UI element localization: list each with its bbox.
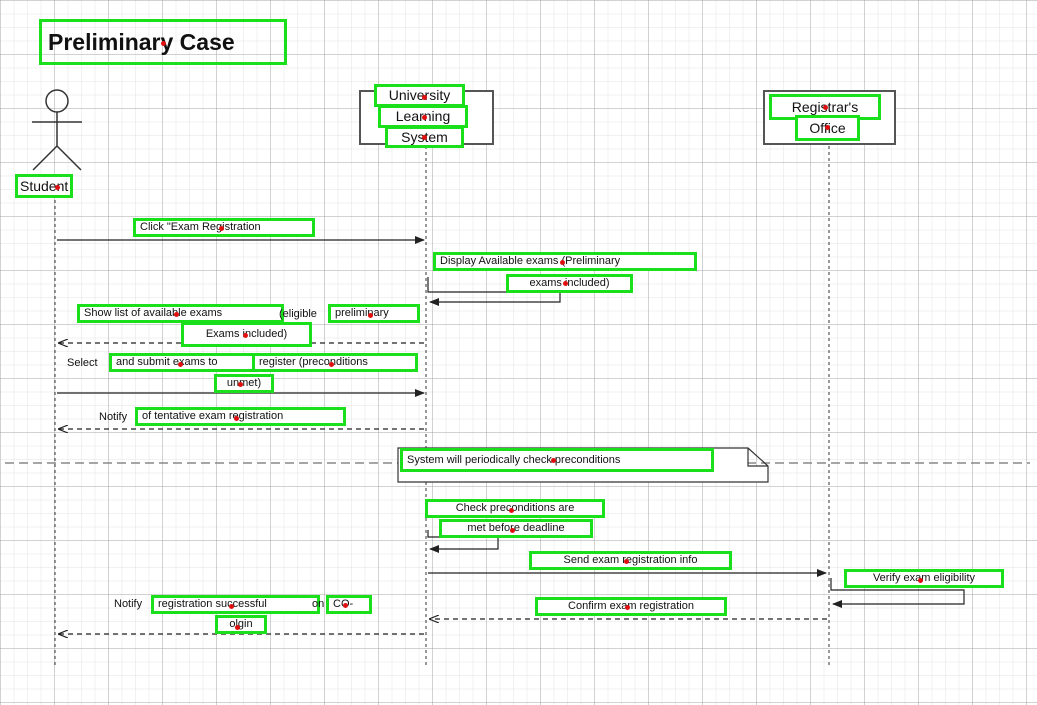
msg-check-preconditions-label-line2: met before deadline — [439, 519, 593, 538]
marker-dot — [54, 184, 60, 190]
uls-label-line1: University — [374, 84, 465, 107]
marker-dot — [421, 94, 427, 100]
msg-verify-eligibility-self-arrow — [830, 578, 965, 608]
marker-dot — [234, 624, 240, 630]
marker-dot — [562, 280, 568, 286]
msg-display-exams-label-line1: Display Available exams (Preliminary — [433, 252, 697, 271]
diagram-title: Preliminary Case — [39, 19, 287, 65]
msg-check-preconditions-self-arrow — [427, 530, 499, 553]
msg-notify-tentative-label-b: of tentative exam registration — [135, 407, 346, 426]
msg-check-preconditions-label-line1: Check preconditions are — [425, 499, 605, 518]
student-label: Student — [14, 174, 74, 198]
marker-dot — [917, 577, 923, 583]
marker-dot — [218, 225, 224, 231]
marker-dot — [367, 312, 373, 318]
msg-verify-eligibility-label: Verify exam eligibility — [844, 569, 1004, 588]
msg-select-submit-label-line2: unmet) — [214, 374, 274, 393]
marker-dot — [509, 527, 515, 533]
msg-select-submit-label-c: register (preconditions — [252, 353, 418, 372]
msg-select-submit-label-a: Select — [67, 357, 98, 369]
marker-dot — [421, 114, 427, 120]
marker-dot — [233, 415, 239, 421]
msg-confirm-registration-label: Confirm exam registration — [535, 597, 727, 616]
marker-dot — [177, 361, 183, 367]
marker-dot — [328, 361, 334, 367]
msg-show-list-label-a: Show list of available exams — [77, 304, 284, 323]
marker-dot — [342, 602, 348, 608]
marker-dot — [822, 104, 828, 110]
marker-dot — [173, 311, 179, 317]
msg-click-exam-registration-label: Click "Exam Registration — [133, 218, 315, 237]
marker-dot — [421, 134, 427, 140]
msg-display-exams-label-line2: exams included) — [506, 274, 633, 293]
note-label: System will periodically check precondit… — [400, 448, 714, 472]
marker-dot — [228, 603, 234, 609]
marker-dot — [550, 457, 556, 463]
marker-dot — [508, 507, 514, 513]
msg-notify-successful-label-b: registration successful — [151, 595, 320, 614]
msg-notify-successful-label-line2: olgin — [215, 615, 267, 634]
msg-show-list-label-b: (eligible — [279, 308, 317, 320]
marker-dot — [623, 558, 629, 564]
msg-show-list-label-c: preliminary — [328, 304, 420, 323]
marker-dot — [824, 124, 830, 130]
msg-notify-successful-label-d: CO- — [326, 595, 372, 614]
marker-dot — [237, 381, 243, 387]
marker-dot — [559, 259, 565, 265]
msg-select-submit-label-b: and submit exams to — [109, 353, 261, 372]
marker-dot — [160, 40, 166, 46]
msg-notify-successful-label-c: on — [312, 598, 325, 610]
marker-dot — [624, 604, 630, 610]
marker-dot — [242, 332, 248, 338]
msg-display-exams-self-arrow — [427, 277, 561, 306]
msg-notify-successful-label-a: Notify — [114, 598, 143, 610]
msg-notify-tentative-label-a: Notify — [99, 411, 128, 423]
msg-send-registration-info-label: Send exam registration info — [529, 551, 732, 570]
student-actor-icon — [32, 89, 82, 171]
